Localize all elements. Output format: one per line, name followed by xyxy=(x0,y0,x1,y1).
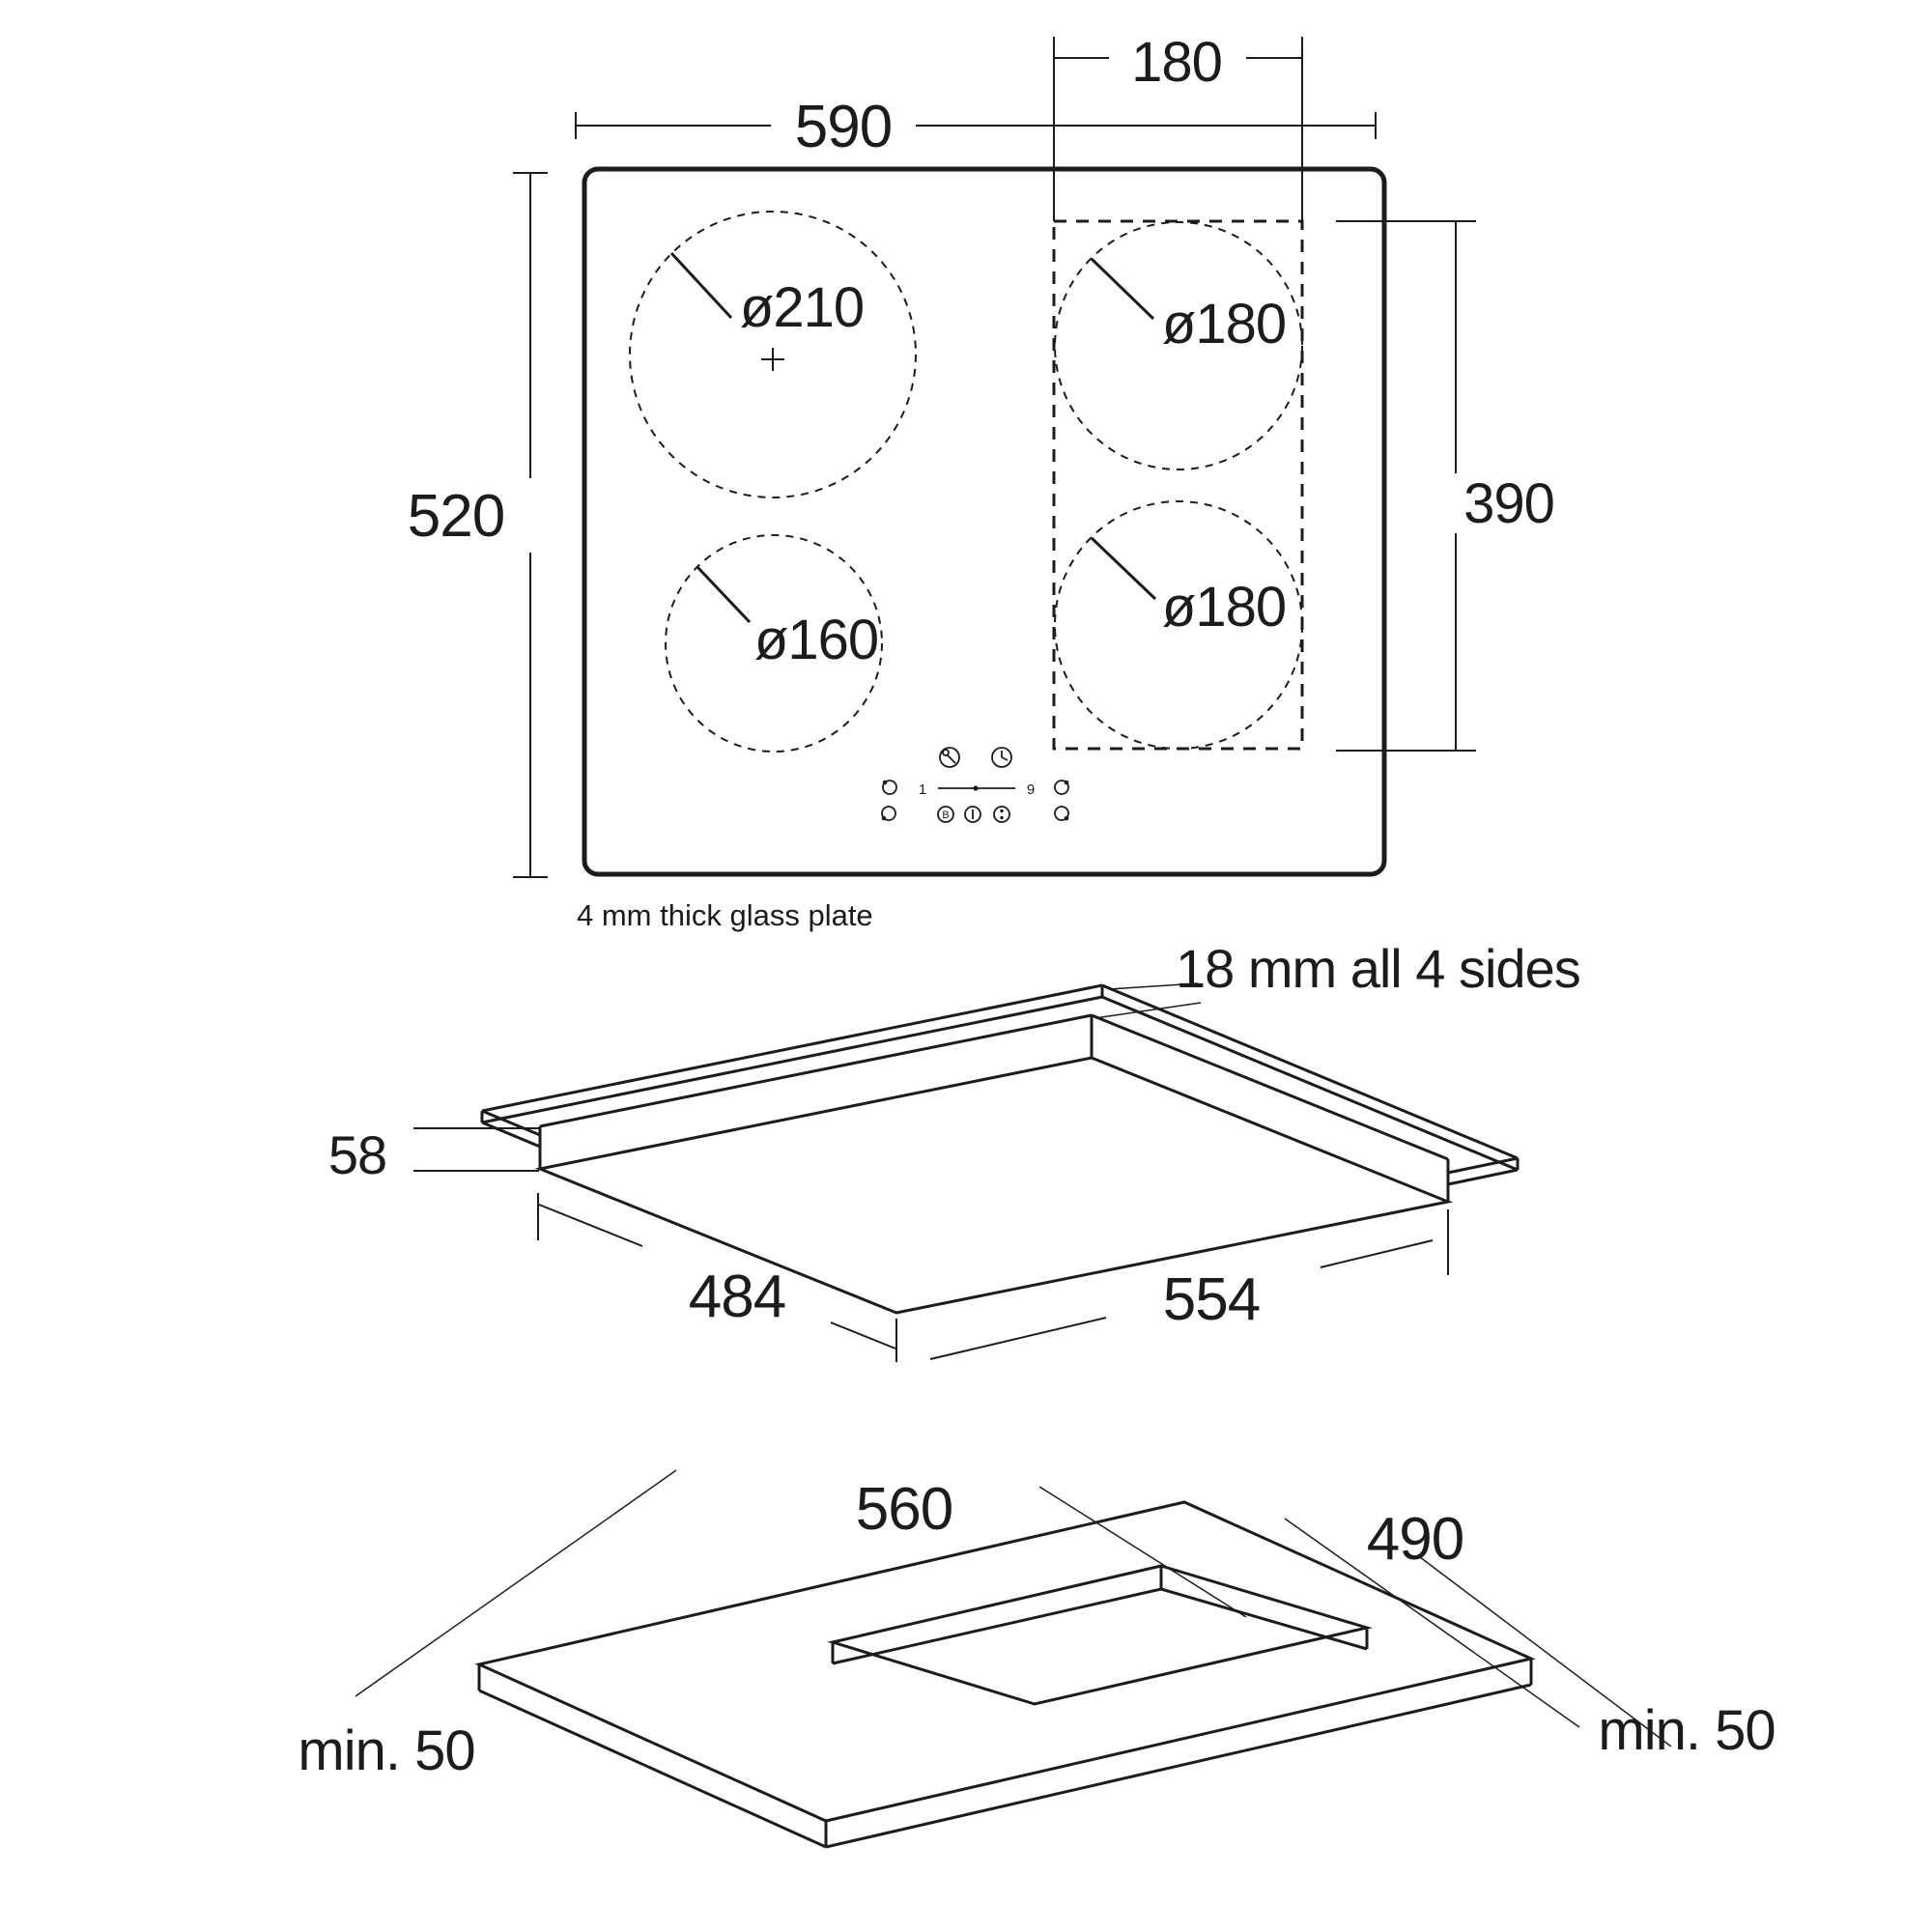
zone-160-label: ø160 xyxy=(754,609,878,671)
dim-width-590: 590 xyxy=(575,94,1377,160)
zone-circle-180-back xyxy=(1054,221,1303,470)
dim-width-554: 554 xyxy=(929,1209,1449,1360)
dim-line xyxy=(1320,1239,1434,1268)
zone-180-back-label: ø180 xyxy=(1162,293,1286,355)
slider-dot xyxy=(973,785,979,791)
clearance-right-label: min. 50 xyxy=(1598,1699,1775,1762)
power-on-icon xyxy=(964,806,981,823)
extension-line-cutout-width xyxy=(1038,1486,1247,1618)
dim-zone-area-180: 180 xyxy=(1053,31,1303,221)
glass-plate-caption: 4 mm thick glass plate xyxy=(577,898,873,932)
rim-note: 18 mm all 4 sides xyxy=(1094,938,1581,1019)
body-bottom-face xyxy=(534,1056,1454,1315)
leader-line xyxy=(696,565,752,624)
leader-line xyxy=(1094,1002,1202,1019)
zone-select-front-left-icon xyxy=(881,806,896,821)
extension-line-left-clearance xyxy=(355,1469,677,1697)
zone-select-back-left-icon xyxy=(882,780,897,795)
clearance-left-label: min. 50 xyxy=(298,1719,474,1782)
dim-cutout-width-label: 560 xyxy=(856,1476,952,1543)
dim-cutout-depth-label: 490 xyxy=(1367,1506,1463,1573)
hob-outline xyxy=(582,166,1387,877)
underside-view: 18 mm all 4 sides 58 484 554 xyxy=(328,938,1581,1362)
dim-depth-label: 520 xyxy=(408,483,504,550)
dim-554-label: 554 xyxy=(1163,1266,1260,1333)
dim-depth-520: 520 xyxy=(408,172,548,878)
dim-line xyxy=(830,1321,896,1350)
booster-icon: B xyxy=(937,806,954,823)
dim-width-label: 590 xyxy=(795,94,892,160)
extension-line-cutout-depth xyxy=(1284,1518,1580,1728)
booster-label: B xyxy=(942,810,949,821)
zone-back-left: ø210 xyxy=(629,211,917,498)
dim-zone-height-label: 390 xyxy=(1463,472,1554,535)
worktop-cutout xyxy=(827,1564,1373,1706)
cutout-opening xyxy=(827,1564,1373,1706)
dim-line xyxy=(929,1317,1107,1360)
zone-back-right: ø180 xyxy=(1054,221,1303,470)
plan-view: 590 520 180 390 xyxy=(408,31,1555,932)
installation-cutout-view: 560 490 min. 50 min. 50 xyxy=(298,1469,1776,1849)
dim-zone-area-390: 390 xyxy=(1336,220,1555,752)
rim-note-label: 18 mm all 4 sides xyxy=(1176,938,1580,999)
zone-center-mark xyxy=(761,348,784,371)
dim-zone-width-label: 180 xyxy=(1131,31,1222,94)
dim-height-58: 58 xyxy=(328,1124,539,1185)
dim-484-label: 484 xyxy=(689,1264,785,1330)
pause-dots-icon xyxy=(993,806,1010,823)
dim-line xyxy=(538,1204,643,1247)
zone-select-back-right-icon xyxy=(1054,780,1069,795)
timer-clock-icon xyxy=(991,747,1012,768)
zone-circle-180-front xyxy=(1054,500,1303,750)
zone-180-front-label: ø180 xyxy=(1162,576,1286,639)
zone-210-label: ø210 xyxy=(740,276,864,339)
zone-select-front-right-icon xyxy=(1054,806,1069,821)
hob-body xyxy=(534,1013,1454,1315)
power-min-label: 1 xyxy=(919,781,926,798)
glass-plate xyxy=(480,983,1520,1186)
leader-line xyxy=(1090,257,1155,321)
leader-line xyxy=(1108,982,1199,990)
zone-circle-210 xyxy=(629,211,917,498)
extension-line-right-clearance xyxy=(1419,1556,1672,1747)
leader-line xyxy=(669,251,733,320)
dim-height-label: 58 xyxy=(328,1124,386,1185)
control-panel: 1 9 B xyxy=(881,747,1069,823)
power-max-label: 9 xyxy=(1027,781,1035,798)
leader-line xyxy=(1090,536,1157,601)
zone-front-right: ø180 xyxy=(1054,500,1303,750)
dim-depth-484: 484 xyxy=(537,1193,897,1362)
zone-front-left: ø160 xyxy=(665,534,883,753)
power-slider: 1 9 xyxy=(919,781,1035,798)
key-lock-icon xyxy=(939,747,960,768)
worktop-slab xyxy=(474,1500,1536,1849)
zone-circle-160 xyxy=(665,534,883,753)
